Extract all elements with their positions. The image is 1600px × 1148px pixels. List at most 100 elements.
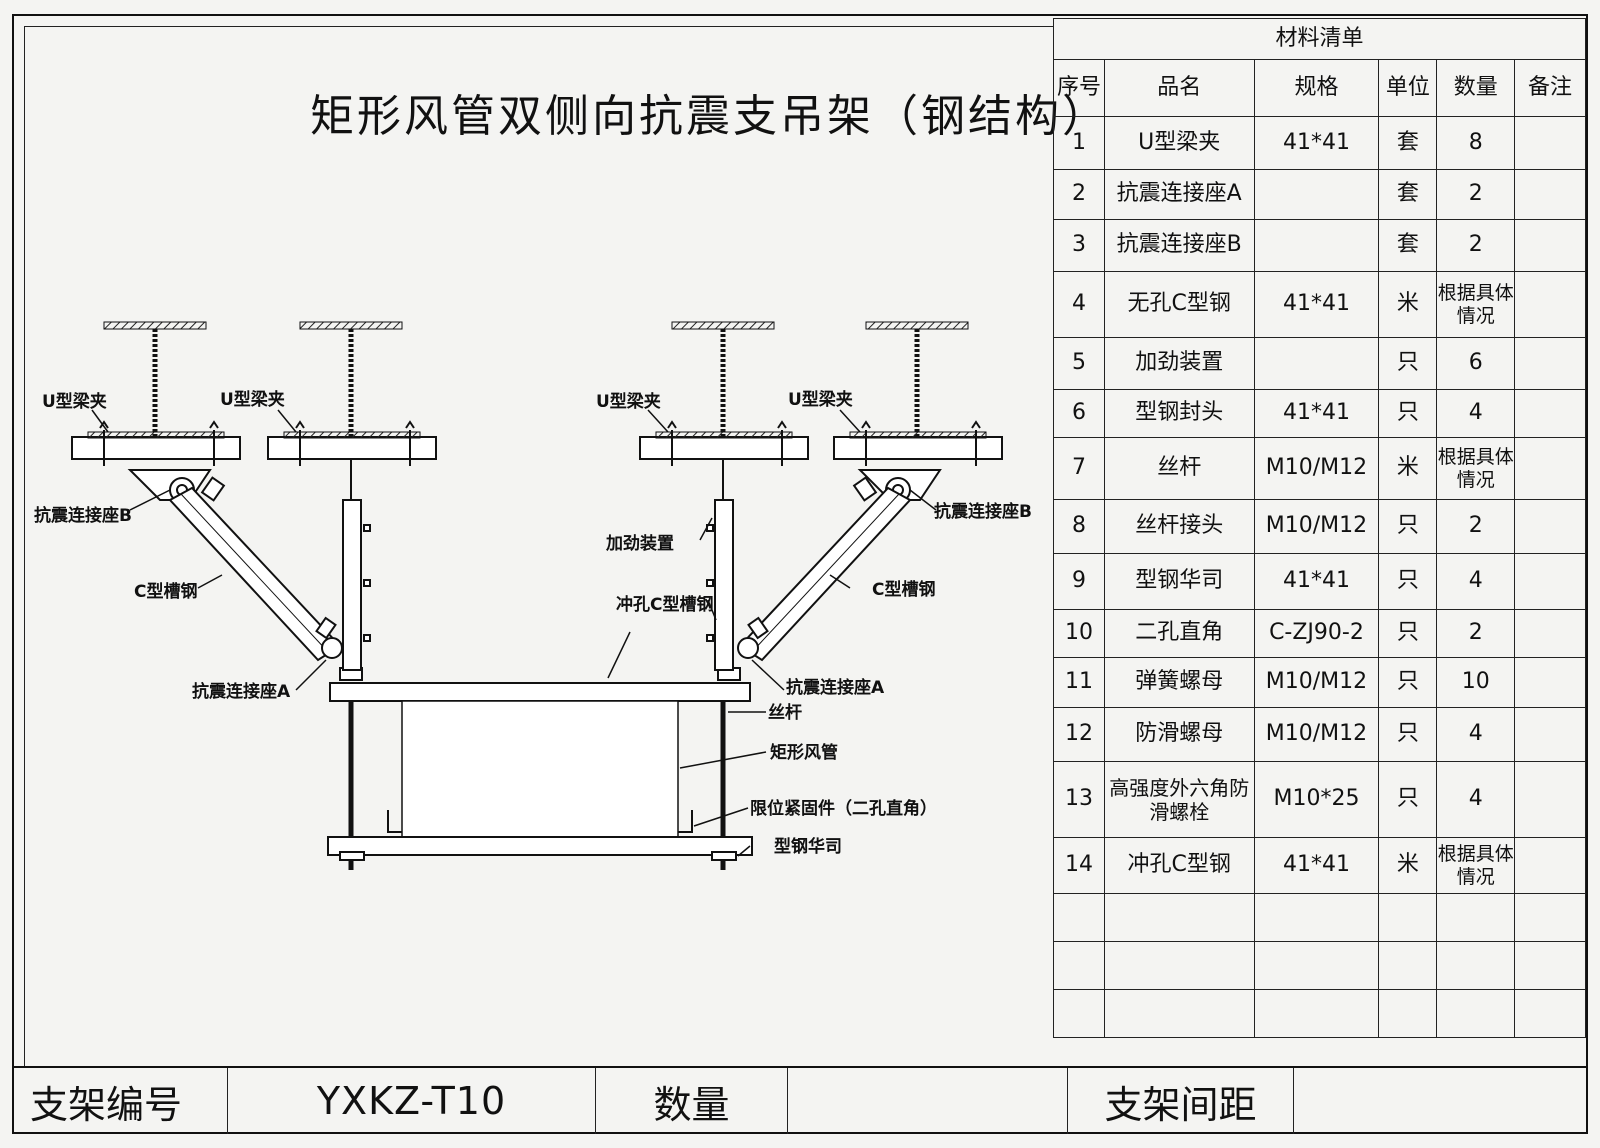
u-clamps: [99, 420, 981, 466]
bom-cell: 丝杆接头: [1103, 499, 1255, 554]
bom-cell: 根据具体情况: [1436, 837, 1516, 894]
bom-cell: 1: [1053, 116, 1105, 170]
bom-cell: 米: [1378, 437, 1438, 500]
bom-cell: [1514, 437, 1586, 500]
rectangular-duct: [401, 700, 679, 838]
bom-cell: 加劲装置: [1103, 337, 1255, 390]
vertical-punched-c-left: [342, 459, 371, 671]
leader-lines: [91, 409, 937, 857]
label-limit-fastener: 限位紧固件（二孔直角）: [750, 798, 937, 819]
bom-cell: 型钢华司: [1103, 553, 1255, 610]
bom-cell: 冲孔C型钢: [1103, 837, 1255, 894]
bom-cell: [1378, 989, 1438, 1038]
bom-cell: 2: [1436, 499, 1516, 554]
bom-cell: 3: [1053, 219, 1105, 272]
bom-cell: 41*41: [1253, 389, 1380, 438]
lower-cross-beam: [327, 836, 753, 856]
bom-cell: M10/M12: [1253, 707, 1380, 762]
bom-cell: 高强度外六角防滑螺栓: [1103, 761, 1255, 838]
bom-cell: [1378, 893, 1438, 942]
bom-cell: [1436, 989, 1516, 1038]
bom-cell: C-ZJ90-2: [1253, 609, 1380, 658]
drawing-area: [24, 26, 1054, 1066]
label-u-clamp-4: U型梁夹: [788, 389, 853, 410]
bom-cell: [1514, 609, 1586, 658]
bom-cell: 4: [1053, 271, 1105, 338]
limit-fastener-right: [678, 810, 693, 833]
bom-cell: 2: [1436, 169, 1516, 220]
bom-cell: 4: [1436, 707, 1516, 762]
bom-empty-row: [1053, 893, 1586, 942]
upper-cross-beam: [329, 682, 751, 702]
label-duct: 矩形风管: [770, 742, 838, 763]
bom-header-cell: 品名: [1103, 59, 1255, 117]
bom-cell: M10/M12: [1253, 437, 1380, 500]
bom-cell: [1514, 219, 1586, 272]
bom-cell: [1436, 941, 1516, 990]
bom-cell: 41*41: [1253, 837, 1380, 894]
bom-cell: 抗震连接座A: [1103, 169, 1255, 220]
footer-qty-value: [788, 1068, 1068, 1134]
bom-cell: [1514, 989, 1586, 1038]
bom-cell: [1253, 337, 1380, 390]
bom-cell: M10*25: [1253, 761, 1380, 838]
steel-beam-1: [71, 321, 241, 460]
bom-cell: 只: [1378, 337, 1438, 390]
bom-cell: 二孔直角: [1103, 609, 1255, 658]
bom-header-cell: 序号: [1053, 59, 1105, 117]
bom-cell: 11: [1053, 657, 1105, 708]
bom-cell: [1253, 169, 1380, 220]
vertical-punched-c-right: [706, 459, 734, 671]
bom-cell: 9: [1053, 553, 1105, 610]
bom-caption: 材料清单: [1053, 18, 1586, 60]
bom-cell: U型梁夹: [1103, 116, 1255, 170]
label-c-channel-left: C型槽钢: [134, 581, 197, 602]
label-seat-b-right: 抗震连接座B: [934, 501, 1032, 522]
label-u-clamp-3: U型梁夹: [596, 391, 661, 412]
bom-header-row: 序号 品名 规格 单位 数量 备注: [1053, 59, 1586, 117]
bom-cell: 套: [1378, 219, 1438, 272]
bom-cell: 只: [1378, 499, 1438, 554]
bom-cell: 只: [1378, 707, 1438, 762]
bom-header-cell: 备注: [1514, 59, 1586, 117]
bom-cell: 12: [1053, 707, 1105, 762]
bom-cell: [1053, 989, 1105, 1038]
bom-cell: 7: [1053, 437, 1105, 500]
bom-cell: 4: [1436, 389, 1516, 438]
label-rod: 丝杆: [768, 702, 802, 723]
drawing-title: 矩形风管双侧向抗震支吊架（钢结构）: [310, 91, 1109, 142]
bom-cell: 只: [1378, 389, 1438, 438]
footer-code-value: YXKZ-T10: [228, 1068, 596, 1134]
bom-cell: 2: [1053, 169, 1105, 220]
bom-cell: [1053, 941, 1105, 990]
bom-cell: 丝杆: [1103, 437, 1255, 500]
bom-cell: 2: [1436, 219, 1516, 272]
label-seat-a-right: 抗震连接座A: [786, 677, 885, 698]
washer-left: [339, 851, 365, 861]
bom-cell: 41*41: [1253, 116, 1380, 170]
label-washer: 型钢华司: [774, 836, 842, 857]
bom-cell: 5: [1053, 337, 1105, 390]
label-u-clamp-1: U型梁夹: [42, 391, 107, 412]
bom-cell: [1514, 893, 1586, 942]
label-seat-a-left: 抗震连接座A: [192, 681, 291, 702]
bom-cell: [1053, 893, 1105, 942]
bom-cell: 41*41: [1253, 553, 1380, 610]
drawing-sheet: [12, 14, 1588, 1134]
bom-cell: 无孔C型钢: [1103, 271, 1255, 338]
seismic-seat-a-left: [315, 616, 363, 681]
bom-cell: M10/M12: [1253, 657, 1380, 708]
bom-cell: 抗震连接座B: [1103, 219, 1255, 272]
bom-cell: [1514, 941, 1586, 990]
bom-cell: [1103, 989, 1255, 1038]
bom-cell: [1253, 989, 1380, 1038]
bom-cell: 10: [1053, 609, 1105, 658]
